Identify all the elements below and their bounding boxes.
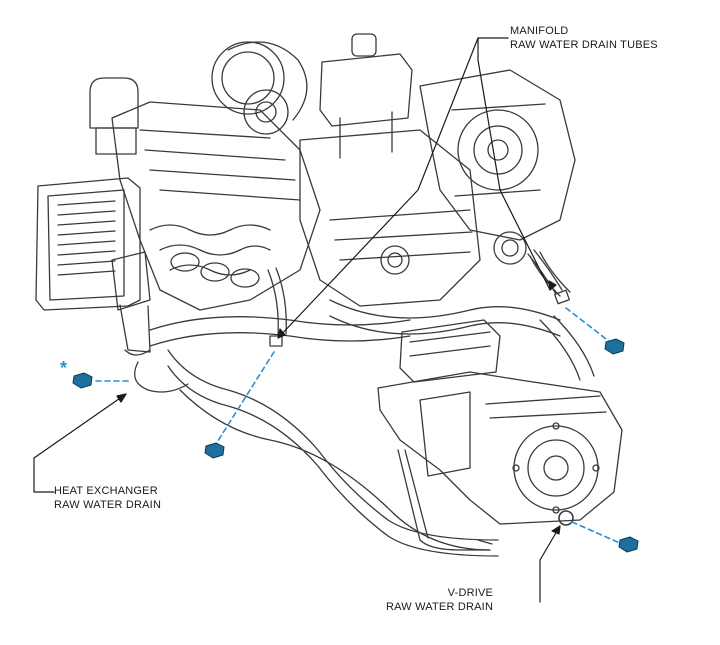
- label-line-1: V-DRIVE: [447, 587, 494, 599]
- manifold-drain-tubes-label: MANIFOLD RAW WATER DRAIN TUBES: [510, 24, 658, 52]
- label-line-1: MANIFOLD: [510, 25, 569, 37]
- engine-block: [89, 33, 576, 311]
- asterisk-marker: *: [60, 358, 68, 378]
- label-line-1: HEAT EXCHANGER: [54, 485, 158, 497]
- label-line-2: RAW WATER DRAIN: [386, 601, 494, 613]
- hoses: [134, 251, 595, 557]
- label-line-2: RAW WATER DRAIN: [54, 499, 162, 511]
- drain-plug-icon: [72, 338, 639, 553]
- manifold-drain-tubes: [267, 249, 570, 347]
- dashed-leaders: [95, 307, 623, 545]
- v-drive-gearbox: [377, 319, 623, 526]
- callout-leaders: [33, 37, 561, 603]
- heat-exchanger-drain-label: HEAT EXCHANGER RAW WATER DRAIN: [54, 484, 161, 512]
- heat-exchanger-block: [35, 177, 151, 356]
- v-drive-drain-label: V-DRIVE RAW WATER DRAIN: [386, 586, 493, 614]
- label-line-2: RAW WATER DRAIN TUBES: [510, 39, 658, 51]
